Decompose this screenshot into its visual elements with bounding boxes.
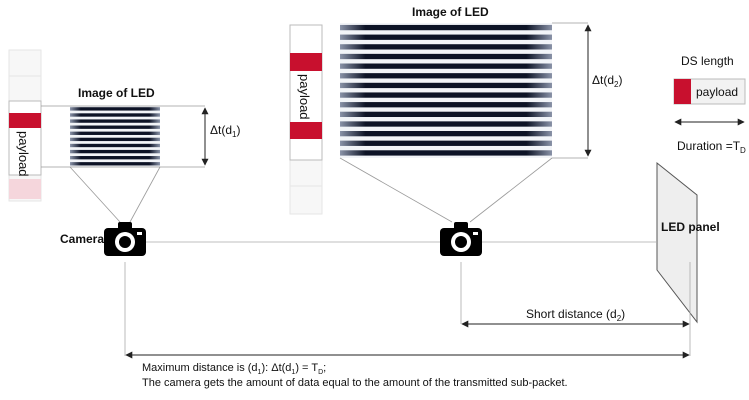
left-payload-red-marker <box>9 113 41 128</box>
right-led-stripe <box>340 140 552 146</box>
camera-icon <box>104 222 146 256</box>
left-led-stripe <box>70 137 160 142</box>
left-led-image-title: Image of LED <box>78 86 155 100</box>
left-led-stripe <box>70 156 160 160</box>
right-led-stripe <box>340 111 552 118</box>
ds-length-title: DS length <box>681 54 734 68</box>
led-panel <box>656 161 698 324</box>
left-guide-lines <box>41 105 205 223</box>
left-led-stripe <box>70 162 160 166</box>
right-led-stripe <box>340 92 552 98</box>
left-led-stripe <box>70 131 160 135</box>
left-led-stripe <box>70 119 160 123</box>
left-led-stripes <box>70 107 160 166</box>
camera-label: Camera <box>60 232 104 246</box>
ds-duration-label: Duration =TD <box>677 139 746 155</box>
short-distance-label: Short distance (d2) <box>526 307 625 323</box>
distance-guides <box>124 241 691 356</box>
right-payload-text: payload <box>297 74 312 120</box>
right-led-image <box>340 23 552 158</box>
right-led-stripe <box>340 34 552 40</box>
left-payload-strip: payload <box>8 100 42 199</box>
right-payload-red-marker-top <box>290 53 322 71</box>
right-led-stripe <box>340 82 552 89</box>
left-led-stripe <box>70 125 160 129</box>
right-led-stripe <box>340 44 552 50</box>
right-led-stripe <box>340 102 552 108</box>
right-led-stripe <box>340 24 552 31</box>
right-payload-red-marker-bottom <box>290 122 322 139</box>
right-delta-label: Δt(d2) <box>592 73 622 89</box>
led-panel-label: LED panel <box>661 220 720 234</box>
right-led-stripe <box>340 63 552 69</box>
right-led-stripe <box>340 150 552 156</box>
right-faded-frames <box>289 159 323 215</box>
right-led-stripe <box>340 73 552 79</box>
right-led-image-title: Image of LED <box>412 5 489 19</box>
ds-red-marker <box>674 79 691 104</box>
left-delta-label: Δt(d1) <box>210 123 240 139</box>
left-led-stripe <box>70 113 160 117</box>
right-led-stripe <box>340 53 552 60</box>
left-led-stripe <box>70 149 160 154</box>
right-led-stripe <box>340 121 552 127</box>
right-guide-lines <box>339 22 588 223</box>
left-led-stripe <box>70 143 160 148</box>
max-distance-line1: Maximum distance is (d1): Δt(d1) = TD; <box>142 362 326 376</box>
left-led-stripe <box>70 107 160 111</box>
ds-payload-text: payload <box>696 85 738 99</box>
camera-icon <box>440 222 482 256</box>
right-payload-strip: payload <box>289 24 323 161</box>
right-led-stripe <box>340 131 552 137</box>
left-payload-text: payload <box>16 131 31 177</box>
left-payload-faded-marker <box>9 179 41 199</box>
right-led-stripes <box>340 24 552 156</box>
max-distance-line2: The camera gets the amount of data equal… <box>142 377 568 389</box>
